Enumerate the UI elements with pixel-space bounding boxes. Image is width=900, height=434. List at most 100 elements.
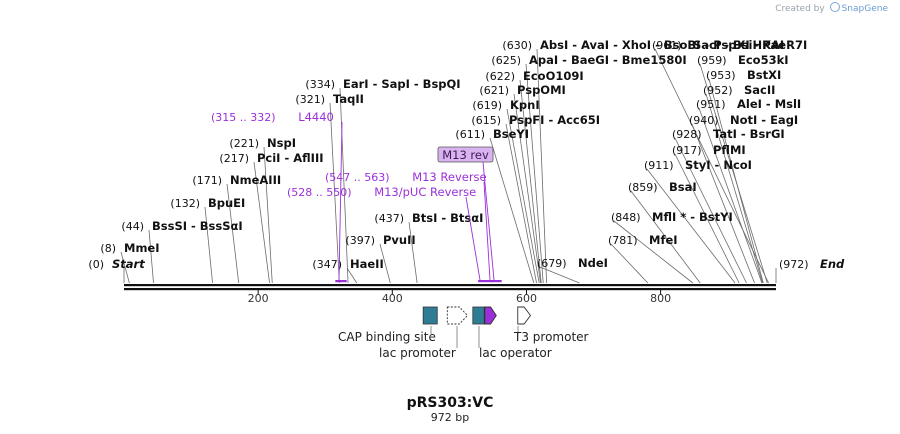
enzyme-position: (928): [672, 128, 702, 141]
primer-range: (547 .. 563): [325, 171, 390, 184]
enzyme-site: (630) AbsI - AvaI - XhoI - BsoBI - PspXI …: [502, 38, 807, 52]
primer-box-leader: [482, 161, 495, 281]
enzyme-position: (940): [689, 114, 719, 127]
feature-unnamed: [484, 306, 497, 325]
leader-btsi: [408, 221, 418, 284]
enzyme-name: SacII: [744, 83, 775, 97]
enzyme-position: (953): [706, 69, 736, 82]
enzyme-name: HaeII: [350, 257, 384, 271]
axis-tick-label: 800: [650, 292, 671, 305]
enzyme-position: (615): [471, 114, 501, 127]
enzyme-position: (217): [219, 152, 249, 165]
enzyme-site: (334)EarI - SapI - BspQI: [305, 77, 460, 91]
leader-pvuii: [379, 243, 391, 284]
leader-nspi: [263, 146, 273, 284]
feature-label-group: lac promoter: [379, 326, 458, 360]
enzyme-position: (630): [502, 39, 532, 52]
enzyme-name: PvuII: [383, 233, 416, 247]
feature-label-group: lac operator: [478, 326, 552, 360]
enzyme-position: (911): [644, 159, 674, 172]
enzyme-name: Start: [112, 257, 145, 271]
primer-range: (528 .. 550): [287, 186, 352, 199]
primer-leader: [338, 121, 343, 281]
enzyme-position: (347): [312, 258, 342, 271]
enzyme-site: (625)ApaI - BaeGI - Bme1580I: [491, 53, 686, 67]
axis-tick-label: 200: [248, 292, 269, 305]
enzyme-site: (848)MflI * - BstYI: [611, 210, 733, 224]
enzyme-site: (621)PspOMI: [479, 83, 565, 97]
enzyme-name: NspI: [267, 136, 296, 150]
leader-mfei: [610, 243, 649, 284]
enzyme-name: EcoO109I: [523, 69, 584, 83]
feature-t3-promoter: [517, 306, 532, 325]
feature-lac-operator: [472, 306, 485, 325]
enzyme-position: (959): [697, 54, 727, 67]
enzyme-site: (615) PspFI - Acc65I: [471, 113, 600, 127]
enzyme-name: AbsI - AvaI - XhoI - BsoBI - PspXI - Pae…: [540, 38, 807, 52]
primer-annotation: (547 .. 563)M13 Reverse: [325, 170, 502, 283]
enzyme-name: NotI - EagI: [730, 113, 798, 127]
leader-ndei: [539, 266, 580, 284]
enzyme-position: (972): [779, 258, 809, 271]
feature-arrow: [484, 306, 497, 325]
leader-mfli: [613, 220, 694, 284]
leader-bseyi: [489, 137, 535, 284]
feature-arrow: [446, 306, 469, 325]
leader-bpuei: [204, 206, 213, 284]
primer-range: (315 .. 332): [211, 111, 276, 124]
feature-box: [422, 306, 438, 325]
enzyme-name: PciI - AflIII: [257, 151, 324, 165]
enzyme-site: (679)NdeI: [537, 256, 608, 270]
enzyme-position: (8): [100, 242, 116, 255]
leader-eco53ki: [699, 63, 768, 284]
enzyme-name: BseYI: [493, 127, 529, 141]
feature-lac-promoter: [446, 306, 469, 325]
enzyme-name: BtsI - BtsαI: [412, 211, 483, 225]
enzyme-site: (0) Start: [88, 257, 145, 271]
enzyme-name: SacI - BsiHKAI: [693, 38, 784, 52]
enzyme-site: (132)BpuEI: [170, 196, 245, 210]
enzyme-position: (0): [88, 258, 104, 271]
enzyme-name: NdeI: [578, 256, 608, 270]
enzyme-site: (940) NotI - EagI: [689, 113, 798, 127]
enzyme-position: (952): [703, 84, 733, 97]
primer-name: L4440: [298, 110, 334, 124]
snapgene-credit: Created by SnapGene: [775, 2, 888, 14]
enzyme-position: (848): [611, 211, 641, 224]
primer-leader: [483, 181, 491, 281]
enzyme-position: (397): [345, 234, 375, 247]
leader-apai: [525, 63, 544, 284]
feature-label-group: CAP binding site: [338, 326, 436, 344]
enzyme-site: (347) HaeII: [312, 257, 383, 271]
feature-label-group: T3 promoter: [513, 326, 589, 344]
enzyme-name: EarI - SapI - BspQI: [343, 77, 461, 91]
enzyme-site: (959)Eco53kI: [697, 53, 789, 67]
leader-eari: [339, 87, 349, 284]
leader-mmei: [120, 251, 130, 284]
feature-label: lac operator: [479, 346, 552, 360]
leader-haeii: [346, 267, 358, 284]
enzyme-site: (44)BssSI - BssSαI: [121, 219, 242, 233]
primer-name: M13/pUC Reverse: [374, 185, 476, 199]
enzyme-site: (321)TaqII: [295, 92, 364, 106]
snapgene-logo-icon: [829, 2, 840, 12]
leader-saci: [654, 48, 769, 284]
enzyme-name: MmeI: [124, 241, 160, 255]
enzyme-position: (621): [479, 84, 509, 97]
primer-box-label: M13 rev: [442, 148, 489, 162]
enzyme-position: (44): [121, 220, 144, 233]
enzyme-site: (953)BstXI: [706, 68, 781, 82]
enzyme-site: (859)BsaI: [628, 180, 697, 194]
enzyme-name: PspFI - Acc65I: [509, 113, 600, 127]
leader-bsssi: [148, 229, 154, 284]
backbone-top-strand: [124, 284, 776, 287]
leader-pspomi: [513, 93, 541, 284]
enzyme-position: (781): [608, 234, 638, 247]
primer-annotation: (528 .. 550) M13/pUC Reverse: [287, 185, 493, 283]
feature-cap-binding-site: [422, 306, 438, 325]
enzyme-name: MfeI: [649, 233, 678, 247]
plasmid-name: pRS303:VC: [406, 395, 494, 411]
primer-box-bg: [437, 146, 494, 163]
